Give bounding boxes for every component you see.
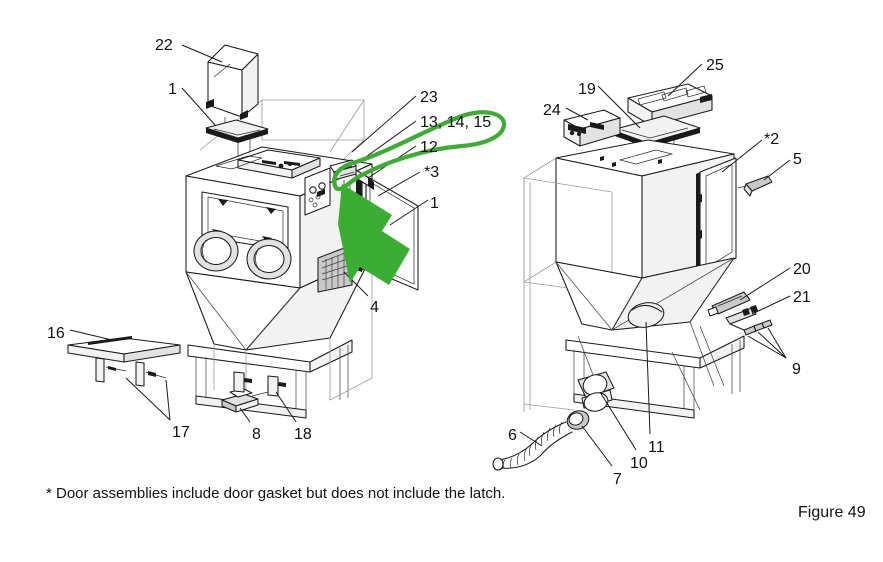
callout-18: 18: [294, 426, 312, 443]
part-9-tips: [743, 319, 787, 359]
callout-2: *2: [764, 131, 780, 148]
green-annotation-oval: [332, 110, 507, 192]
cabinet-lamp: [237, 149, 321, 179]
figure-caption: Figure 49: [798, 504, 866, 521]
part-8-foot-pedal: [221, 388, 269, 413]
callout-17: 17: [172, 424, 190, 441]
callout-9: 9: [792, 361, 801, 378]
callout-13-14-15: 13, 14, 15: [420, 114, 492, 131]
callout-11: 11: [648, 439, 665, 456]
callout-16: 16: [47, 325, 65, 342]
callout-19: 19: [578, 81, 596, 98]
green-annotation-arrow: [338, 184, 410, 285]
part-22-canister: [206, 44, 259, 135]
part-6-hose: [492, 421, 573, 471]
callout-25: 25: [706, 57, 724, 74]
part-11-outlet: [627, 302, 665, 328]
part-21-holder: [725, 305, 758, 331]
callout-20: 20: [793, 261, 811, 278]
right-machine-assembly: [492, 83, 787, 471]
callout-22: 22: [155, 37, 173, 54]
part-18-leg-levelers: [233, 371, 286, 397]
part-24-light: [563, 109, 621, 147]
callout-12: 12: [420, 139, 438, 156]
control-panel: [304, 167, 331, 216]
callout-1-door: 1: [430, 195, 439, 212]
callout-24: 24: [543, 102, 561, 119]
door-assembly-footnote: * Door assemblies include door gasket bu…: [46, 485, 506, 502]
callout-1-top: 1: [168, 81, 177, 98]
part-7-clamp: [566, 410, 590, 430]
part-4-grate: [317, 244, 353, 293]
part-10-coupling: [577, 371, 615, 412]
callout-8: 8: [252, 426, 261, 443]
part-16-shelf: [67, 336, 181, 387]
callout-10: 10: [630, 455, 648, 472]
part-5-latch: [737, 175, 773, 197]
glove-port-right: [246, 238, 292, 280]
callout-6: 6: [508, 427, 517, 444]
part-2-side-door: [696, 157, 737, 276]
part-20-nozzle: [707, 291, 751, 317]
glove-port-left: [193, 230, 239, 272]
callout-3: *3: [424, 164, 440, 181]
leader-lines: [69, 44, 791, 467]
callout-23: 23: [420, 89, 438, 106]
callout-7: 7: [613, 471, 622, 488]
callout-4: 4: [370, 299, 379, 316]
callout-5: 5: [793, 151, 802, 168]
callout-21: 21: [793, 289, 811, 306]
